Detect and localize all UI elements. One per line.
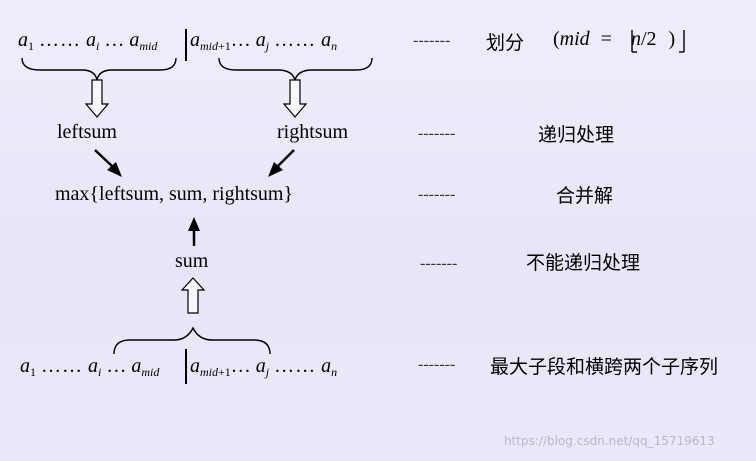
elem-an: a — [321, 355, 332, 377]
formula-mid: mid — [559, 28, 590, 50]
formula-eq: = — [600, 28, 612, 50]
elem-ai: a — [86, 29, 96, 51]
leader-dashes: ------- — [413, 32, 451, 49]
ellipsis: … — [106, 355, 127, 377]
brace-bottom — [113, 326, 271, 355]
elem-an: a — [321, 29, 332, 51]
formula-rparen: ) — [668, 28, 676, 50]
hollow-arrow-up — [180, 277, 206, 314]
elem-amid1-sub: mid — [200, 365, 218, 379]
leader-dashes: ------- — [418, 186, 456, 203]
elem-amid1: a — [190, 29, 200, 51]
sequence-bottom: a1 …… ai … amid — [20, 355, 159, 380]
ellipsis: …… — [41, 355, 83, 377]
sequence-top: a1 …… ai … amid — [18, 29, 157, 54]
step-recurse: 递归处理 — [538, 124, 615, 146]
sum-label: sum — [175, 250, 209, 272]
elem-ai-sub: i — [96, 39, 100, 53]
elem-ai-sub: i — [98, 365, 102, 379]
arrow-rightsum-head — [268, 162, 283, 177]
leader-dashes: ------- — [420, 255, 458, 272]
formula-lparen: ( — [553, 28, 560, 50]
elem-an-sub: n — [331, 365, 338, 379]
elem-amid1: a — [190, 355, 200, 377]
elem-aj-sub: j — [265, 39, 270, 53]
brace-right — [218, 57, 373, 83]
rightsum-label: rightsum — [277, 121, 349, 143]
sequence-top-right: amid+1… aj …… an — [190, 29, 337, 54]
ellipsis: … — [230, 355, 251, 377]
leader-dashes: ------- — [418, 125, 456, 142]
elem-amid1-plus: +1 — [218, 365, 231, 379]
ellipsis: …… — [274, 355, 317, 377]
arrow-leftsum-head — [107, 162, 122, 177]
formula-n: n — [630, 28, 641, 50]
elem-a1-sub: 1 — [30, 365, 36, 379]
ellipsis: … — [230, 29, 251, 51]
step-divide: 划分 — [486, 32, 525, 54]
leader-dashes: ------- — [418, 356, 456, 373]
elem-amid1-plus: +1 — [218, 39, 231, 53]
arrow-rightsum-line — [276, 149, 295, 168]
formula-slash: / — [640, 28, 647, 50]
arrow-leftsum-line — [94, 149, 114, 168]
ellipsis: … — [104, 29, 125, 51]
hollow-arrow-right — [282, 79, 308, 118]
elem-a1: a — [18, 29, 28, 51]
mid-formula: (mid = n/2) — [553, 28, 675, 51]
ellipsis: …… — [274, 29, 317, 51]
step-combine: 合并解 — [556, 185, 614, 207]
elem-amid: a — [131, 355, 142, 377]
watermark: https://blog.csdn.net/qq_15719613 — [504, 434, 715, 448]
arrow-sum-head — [188, 217, 200, 231]
step-no-recurse: 不能递归处理 — [526, 252, 641, 274]
elem-aj-sub: j — [265, 365, 270, 379]
step-cross-sum: 最大子段和横跨两个子序列 — [490, 356, 719, 378]
brace-left — [21, 57, 177, 81]
sequence-bottom-right: amid+1… aj …… an — [190, 355, 337, 380]
formula-two: 2 — [646, 28, 657, 50]
elem-amid: a — [129, 29, 140, 51]
elem-aj: a — [255, 29, 266, 51]
elem-amid-sub: mid — [139, 39, 158, 53]
max-expression: max{leftsum, sum, rightsum} — [55, 183, 294, 205]
ellipsis: …… — [39, 29, 81, 51]
elem-ai: a — [88, 355, 98, 377]
elem-an-sub: n — [331, 39, 338, 53]
leftsum-label: leftsum — [57, 121, 117, 143]
elem-aj: a — [255, 355, 266, 377]
elem-a1-sub: 1 — [28, 39, 34, 53]
elem-amid1-sub: mid — [200, 39, 218, 53]
elem-a1: a — [20, 355, 30, 377]
hollow-arrow-left — [84, 79, 110, 118]
elem-amid-sub: mid — [141, 365, 160, 379]
